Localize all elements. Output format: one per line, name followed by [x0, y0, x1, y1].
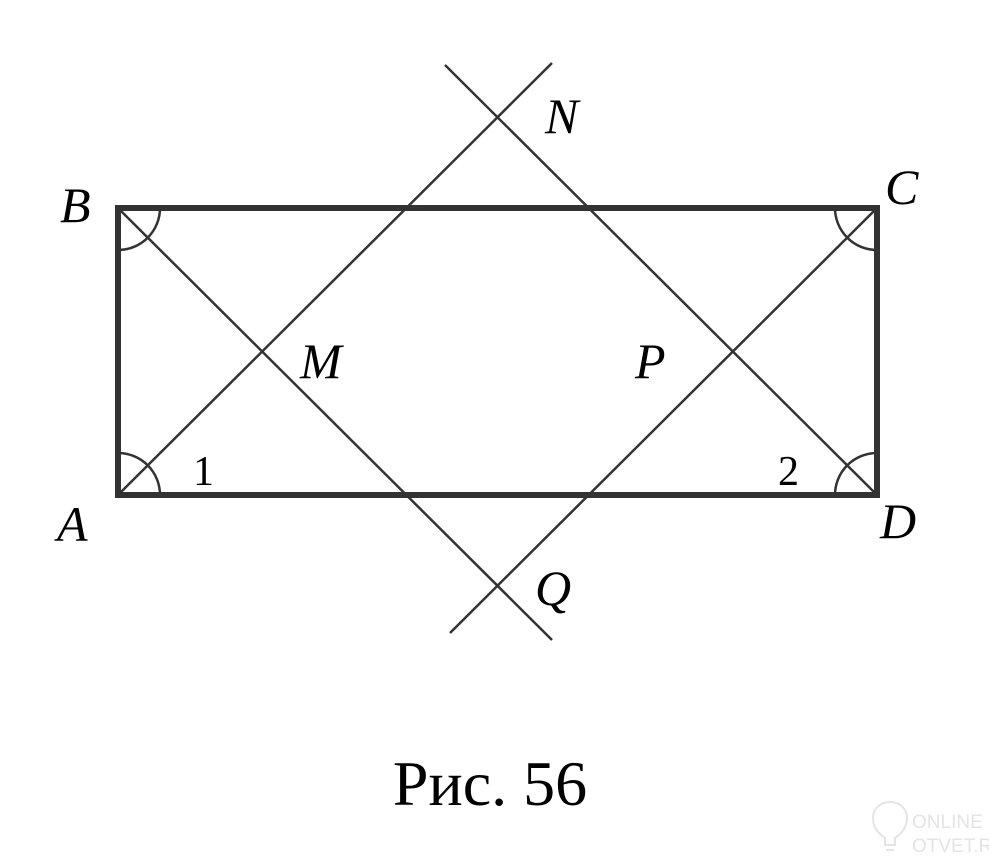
angle-arc-c	[833, 207, 878, 252]
lightbulb-icon	[871, 800, 909, 851]
angle-arc-b	[117, 207, 162, 252]
label-c: C	[885, 159, 919, 215]
figure-caption: Рис. 56	[393, 748, 587, 819]
label-b: B	[60, 177, 91, 233]
line-an	[117, 62, 553, 496]
label-a: A	[54, 496, 88, 552]
label-q: Q	[535, 560, 571, 616]
rectangle-abcd	[115, 205, 880, 498]
angle-label-2: 2	[778, 449, 799, 495]
line-dn	[444, 64, 878, 496]
line-cq	[449, 207, 878, 634]
watermark-line2: OTVET.RU	[912, 836, 989, 857]
label-p: P	[634, 333, 666, 389]
line-bq	[117, 207, 553, 641]
watermark: ONLINE OTVET.RU	[871, 800, 989, 857]
label-n: N	[544, 88, 581, 144]
label-m: M	[299, 333, 344, 389]
angle-label-1: 1	[193, 449, 214, 495]
angle-arc-a	[117, 451, 162, 496]
label-d: D	[879, 493, 916, 549]
watermark-line1: ONLINE	[912, 812, 983, 833]
angle-arc-d	[833, 451, 878, 496]
